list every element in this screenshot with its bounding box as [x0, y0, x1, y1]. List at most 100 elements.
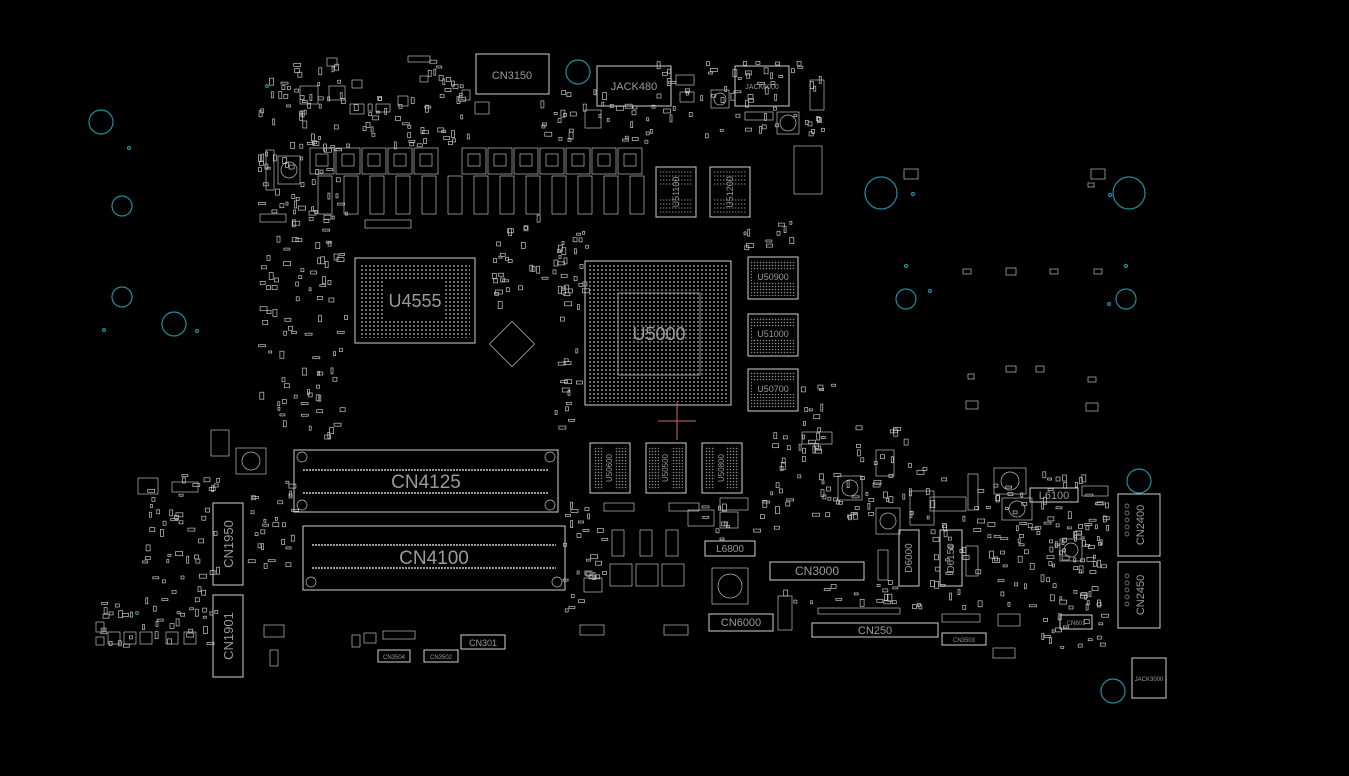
- smd-pad: [529, 264, 534, 272]
- smd-pad: [624, 135, 629, 139]
- smd-pad: [495, 289, 503, 295]
- smd-pad: [103, 607, 108, 614]
- smd-pad: [288, 325, 293, 331]
- smd-pad: [943, 530, 948, 538]
- smd-pad: [632, 105, 638, 110]
- smd-pad: [266, 310, 272, 314]
- smd-pad: [339, 407, 346, 413]
- mounting-hole: [1115, 288, 1137, 310]
- smd-pad: [332, 376, 338, 382]
- smd-pad: [123, 643, 130, 648]
- smd-pad: [773, 525, 780, 530]
- smd-pad: [297, 71, 303, 78]
- smd-pad: [934, 554, 939, 561]
- smd-pad: [1089, 570, 1097, 574]
- smd-pad: [312, 356, 321, 360]
- smd-pad: [1007, 601, 1011, 607]
- smd-pad: [192, 483, 201, 487]
- via: [910, 191, 916, 197]
- smd-pad: [346, 143, 351, 148]
- smd-pad: [708, 71, 713, 75]
- smd-pad: [320, 256, 326, 265]
- smd-pad: [781, 457, 786, 464]
- smd-pad: [1087, 638, 1093, 642]
- smd-pad: [1101, 613, 1109, 618]
- smd-pad: [977, 488, 985, 493]
- smd-pad: [808, 439, 816, 444]
- smd-pad: [566, 92, 572, 97]
- smd-pad: [865, 491, 869, 496]
- smd-pad: [302, 120, 308, 129]
- smd-pad: [722, 503, 727, 512]
- smd-pad: [199, 573, 207, 579]
- smd-pad: [576, 380, 583, 385]
- via: [101, 327, 107, 333]
- smd-pad: [945, 558, 950, 562]
- mounting-hole: [864, 176, 898, 210]
- smd-pad: [283, 247, 291, 251]
- smd-pad: [334, 63, 340, 71]
- smd-pad: [932, 536, 940, 542]
- smd-pad: [876, 598, 884, 603]
- smd-pad: [257, 543, 262, 549]
- smd-pad: [1073, 589, 1078, 594]
- smd-pad: [909, 511, 913, 518]
- smd-pad: [815, 448, 822, 454]
- smd-pad: [868, 498, 875, 502]
- u5000-label: U5000: [632, 324, 685, 344]
- smd-pad: [1085, 603, 1089, 611]
- smd-pad: [1019, 534, 1024, 538]
- smd-pad: [258, 154, 261, 163]
- smd-pad: [820, 436, 826, 439]
- gpu-u5000: U5000: [584, 260, 732, 440]
- smd-pad: [275, 516, 278, 521]
- cn2450-outline: [1117, 561, 1161, 629]
- smd-pad: [427, 69, 432, 77]
- smd-pad: [130, 611, 133, 618]
- via: [927, 288, 933, 294]
- smd-pad: [748, 98, 755, 103]
- smd-pad: [733, 90, 742, 94]
- smd-pad: [793, 599, 798, 604]
- smd-pad: [299, 143, 304, 149]
- smd-pad: [590, 554, 598, 560]
- smd-pad: [1096, 635, 1102, 640]
- smd-pad: [444, 88, 452, 92]
- smd-pad: [544, 131, 553, 137]
- smd-pad: [1055, 627, 1062, 633]
- smd-pad: [276, 235, 281, 243]
- smd-pad: [339, 348, 343, 353]
- smd-pad: [582, 288, 590, 294]
- smd-pad: [892, 586, 899, 590]
- smd-pad: [384, 108, 388, 115]
- smd-pad: [1088, 518, 1097, 522]
- smd-pad: [561, 289, 566, 295]
- mounting-hole: [1100, 678, 1126, 704]
- smd-pad: [813, 414, 821, 420]
- smd-pad: [300, 156, 303, 161]
- smd-pad: [310, 270, 317, 275]
- smd-pad: [213, 531, 218, 536]
- smd-pad: [460, 114, 464, 120]
- smd-pad: [553, 259, 559, 267]
- smd-pad: [747, 228, 751, 237]
- smd-pad: [282, 522, 286, 528]
- smd-pad: [180, 612, 186, 617]
- cn3150-label: CN3150: [492, 70, 532, 82]
- smd-pad: [370, 126, 374, 133]
- smd-pad: [810, 600, 813, 605]
- smd-pad: [458, 96, 466, 102]
- smd-pad: [821, 127, 825, 132]
- smd-pad: [254, 532, 259, 537]
- mounting-hole: [88, 109, 114, 135]
- smd-pad: [323, 143, 327, 152]
- smd-pad: [261, 543, 264, 550]
- smd-pad: [817, 427, 822, 433]
- smd-pad: [720, 97, 725, 103]
- smd-pad: [586, 558, 591, 562]
- smd-pad: [259, 391, 265, 400]
- smd-pad: [114, 603, 120, 608]
- smd-pad: [1084, 523, 1093, 526]
- left-connectors: CN1950 CN1901: [95, 429, 285, 678]
- via: [126, 145, 132, 151]
